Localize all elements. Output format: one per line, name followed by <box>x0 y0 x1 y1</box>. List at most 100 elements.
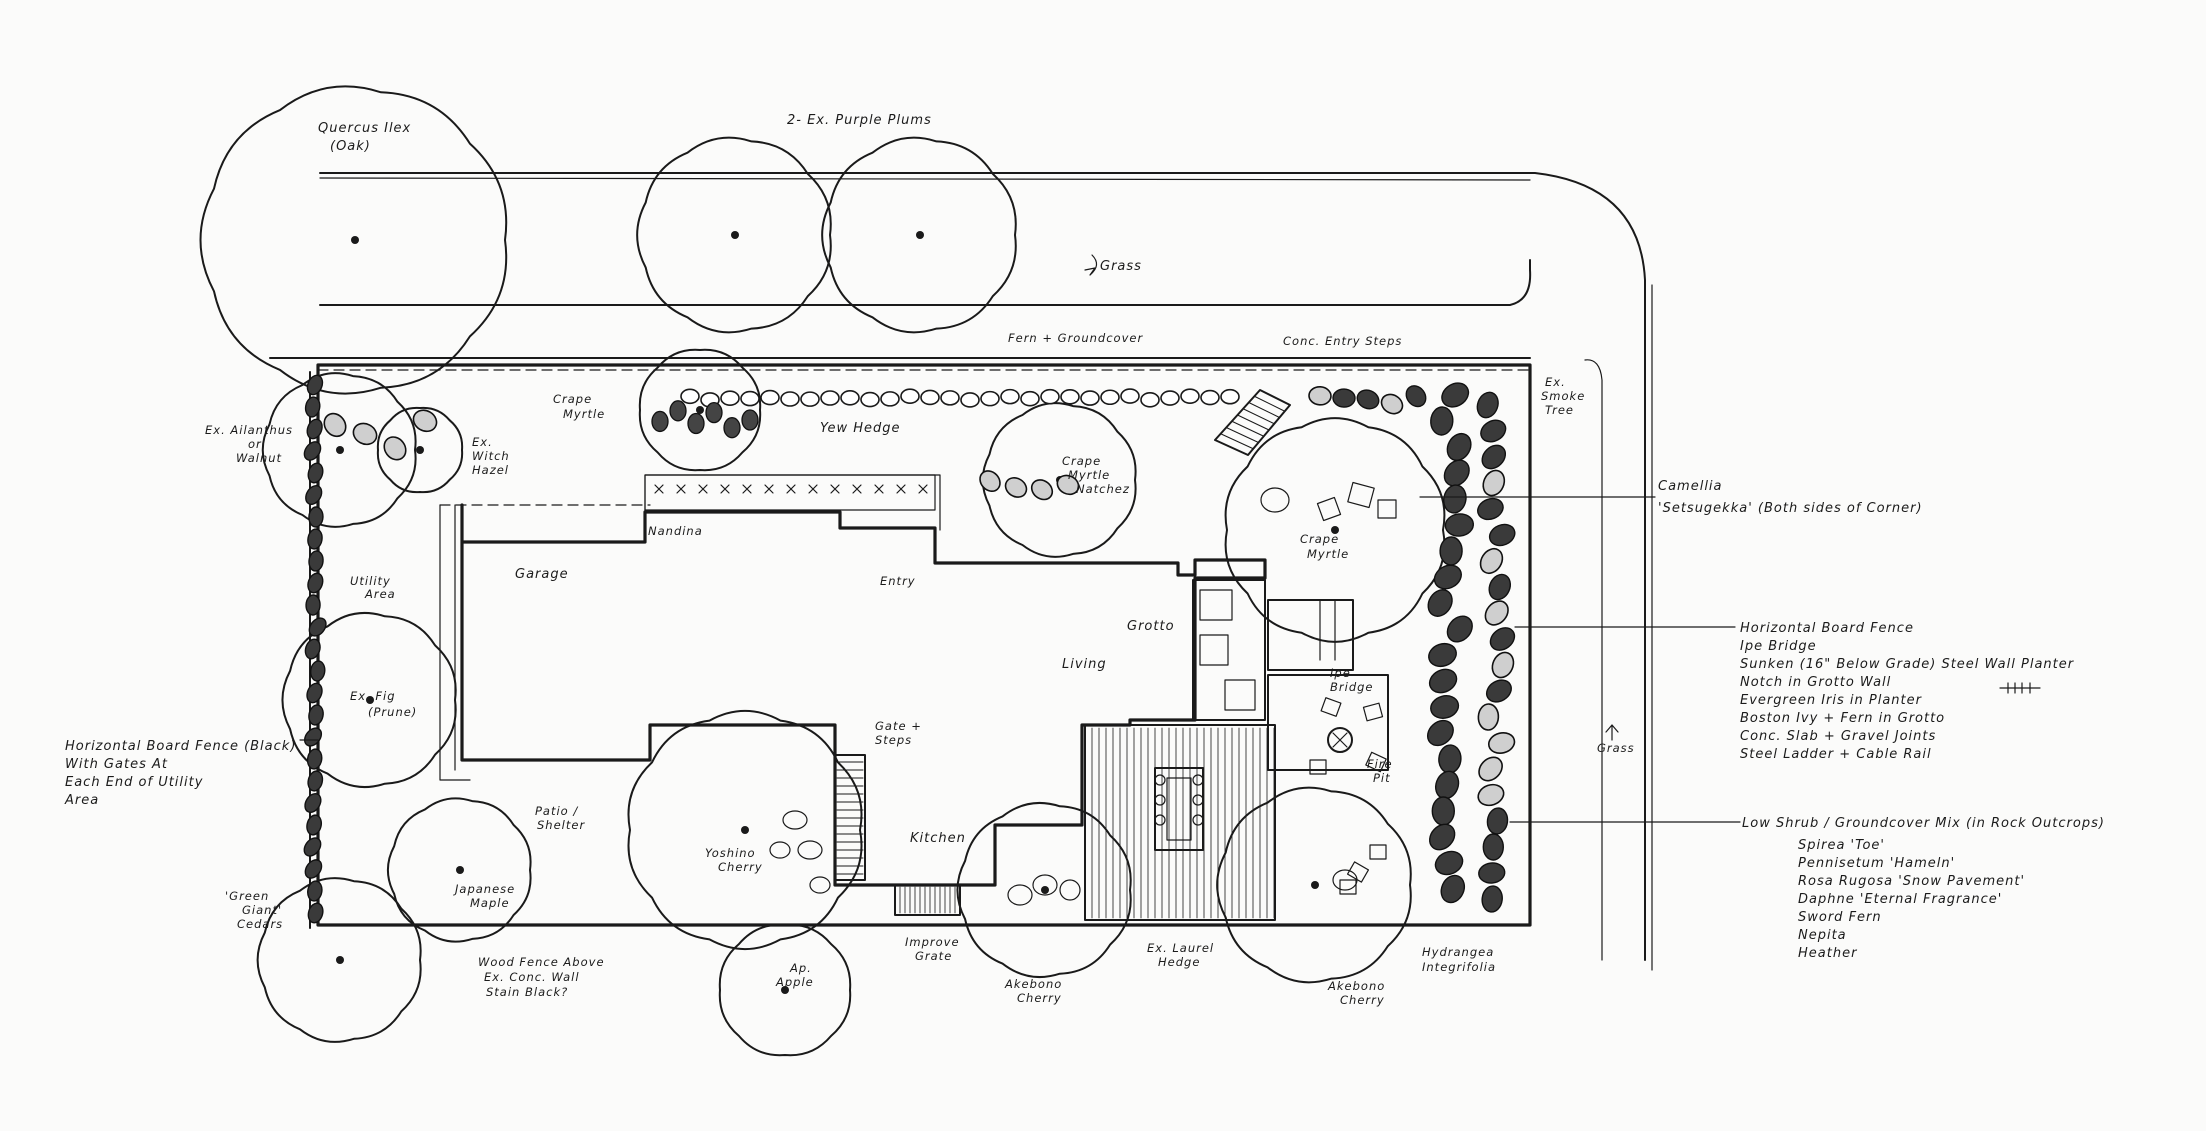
nandina-plant <box>742 484 752 494</box>
rock <box>307 770 324 792</box>
rock <box>1488 573 1512 601</box>
akebono-cherry-tree <box>956 801 1132 979</box>
label-crape-right-1: Crape <box>1300 532 1339 546</box>
label-conc-entry-steps: Conc. Entry Steps <box>1283 334 1402 348</box>
label-improve-grate-1: Improve <box>905 935 960 949</box>
label-entry: Entry <box>880 574 916 588</box>
plum-tree-trunk <box>916 231 924 239</box>
nandina-plant <box>874 484 884 494</box>
rock <box>1488 523 1516 547</box>
rock <box>305 594 321 616</box>
rock <box>1481 444 1507 470</box>
label-green-giant-1: 'Green <box>225 889 269 903</box>
rock <box>352 422 378 446</box>
rock <box>1446 615 1473 643</box>
grotto-area <box>1192 579 1389 771</box>
rock <box>308 704 324 726</box>
note-grotto: Steel Ladder + Cable Rail <box>1740 747 1932 762</box>
hedge-leaf <box>1220 388 1240 405</box>
note-shrub: Rosa Rugosa 'Snow Pavement' <box>1798 874 2025 889</box>
label-ex-smoke-3: Tree <box>1545 403 1574 417</box>
apple-tree-trunk <box>781 986 789 994</box>
rock <box>1438 744 1462 774</box>
rock-outcrops <box>303 374 1516 924</box>
hedge-leaf <box>780 391 800 407</box>
label-apple-1: Ap. <box>789 961 812 975</box>
label-fire-pit-2: Pit <box>1373 771 1391 785</box>
yew-hedge <box>644 388 1240 511</box>
site-furniture <box>769 481 1397 906</box>
yoshino-cherry-tree <box>627 710 863 950</box>
crape-myrtle-tree-trunk <box>696 406 704 414</box>
label-grass-right: Grass <box>1597 741 1635 755</box>
label-fence-left-3: Each End of Utility <box>65 775 203 790</box>
note-shrub: Nepita <box>1798 928 1847 943</box>
rock <box>1485 679 1512 703</box>
rock <box>308 506 324 528</box>
label-wood-fence-3: Stain Black? <box>486 985 568 999</box>
crape-myrtle-tree-trunk <box>1331 526 1339 534</box>
hedge-leaf <box>1080 390 1100 406</box>
label-fern-groundcover: Fern + Groundcover <box>1008 331 1143 345</box>
label-ailanthus-3: Walnut <box>236 451 282 465</box>
hedge-leaf <box>740 390 760 407</box>
label-kitchen: Kitchen <box>910 831 966 846</box>
rock <box>1427 589 1453 617</box>
label-ipe-bridge-2: Bridge <box>1330 680 1374 694</box>
witch-hazel-tree-trunk <box>416 446 424 454</box>
stairs <box>834 389 1291 916</box>
rock <box>1478 862 1506 884</box>
crape-myrtle-tree <box>638 348 762 472</box>
label-ex-fig-1: Ex. Fig <box>350 689 396 703</box>
label-grass-top: Grass <box>1100 259 1142 274</box>
hedge-leaf <box>720 390 740 407</box>
label-akebono-right-1: Akebono <box>1327 979 1385 993</box>
rock <box>1486 807 1509 835</box>
hedge-leaf <box>840 389 860 406</box>
label-camellia-1: Camellia <box>1658 479 1723 494</box>
rock <box>1444 513 1475 537</box>
label-purple-plums: 2- Ex. Purple Plums <box>787 113 932 128</box>
label-garage: Garage <box>515 567 569 582</box>
rock <box>1481 885 1503 913</box>
hedge-leaf <box>880 391 900 407</box>
rock <box>1439 536 1463 566</box>
rock <box>1479 547 1504 575</box>
hedge-leaf <box>920 389 940 406</box>
hedge-leaf <box>1000 388 1020 405</box>
fig-tree <box>281 611 457 789</box>
label-quercus: Quercus Ilex <box>318 121 411 136</box>
hedge-leaf <box>980 390 1000 407</box>
rock <box>1487 731 1516 755</box>
rock <box>304 396 321 418</box>
shrub-notes: Low Shrub / Groundcover Mix (in Rock Out… <box>1742 816 2104 961</box>
nandina-plant <box>764 484 774 494</box>
rock <box>309 660 326 682</box>
rock <box>1440 874 1466 904</box>
shrub <box>651 410 669 433</box>
rock <box>383 436 407 461</box>
rock <box>1434 770 1460 800</box>
label-ailanthus-2: or <box>248 437 262 451</box>
hedge-leaf <box>1060 389 1080 405</box>
rock <box>1332 388 1356 408</box>
nandina-planter <box>644 474 936 511</box>
trees <box>199 85 1446 1057</box>
plum-tree-trunk <box>731 231 739 239</box>
label-crape-right-2: Myrtle <box>1307 547 1349 561</box>
label-nandina: Nandina <box>648 524 703 538</box>
rock <box>304 638 321 660</box>
note-grotto: Conc. Slab + Gravel Joints <box>1740 729 1936 744</box>
shrub <box>723 417 741 439</box>
label-green-giant-3: Cedars <box>237 917 283 931</box>
label-laurel-2: Hedge <box>1158 955 1200 969</box>
label-camellia-2: 'Setsugekka' (Both sides of Corner) <box>1658 501 1923 516</box>
stair-tread <box>1248 402 1280 418</box>
rock <box>1380 393 1404 415</box>
label-ex-fig-2: (Prune) <box>368 705 417 719</box>
label-gate-steps-2: Steps <box>875 733 912 747</box>
ailanthus-tree-trunk <box>336 446 344 454</box>
hedge-leaf <box>1040 388 1060 405</box>
nandina-plant <box>918 484 928 494</box>
